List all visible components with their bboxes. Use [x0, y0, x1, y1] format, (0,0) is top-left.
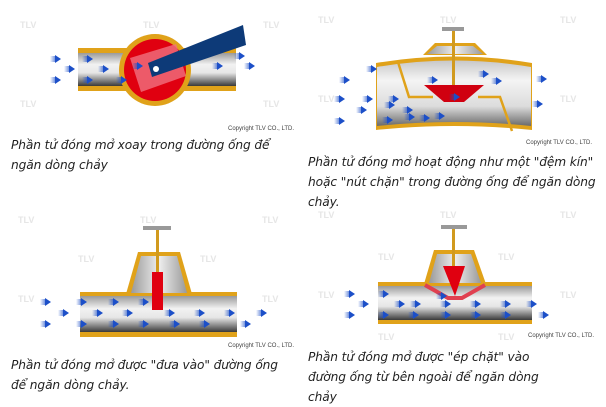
- svg-text:Copyright TLV CO., LTD.: Copyright TLV CO., LTD.: [528, 333, 594, 339]
- svg-text:TLV: TLV: [378, 332, 394, 342]
- panel-rotary-valve: TLV TLV TLV TLV TLV Copyright TLV CO., LTD.: [20, 20, 294, 132]
- svg-text:TLV: TLV: [498, 332, 514, 342]
- gate: [152, 272, 163, 310]
- pinch-wedge: [443, 266, 465, 296]
- svg-text:TLV: TLV: [18, 215, 34, 225]
- stem: [452, 229, 455, 269]
- handle: [148, 25, 246, 77]
- stem: [156, 230, 159, 275]
- caption-globe-valve: Phần tử đóng mở hoạt động như một "đệm k…: [308, 155, 596, 209]
- svg-text:Copyright TLV CO., LTD.: Copyright TLV CO., LTD.: [228, 126, 294, 132]
- tlv-watermarks: TLV TLV TLV TLV TLV TLV TLV: [18, 215, 278, 304]
- svg-text:TLV: TLV: [560, 210, 576, 220]
- svg-text:TLV: TLV: [263, 20, 279, 30]
- svg-text:TLV: TLV: [263, 99, 279, 109]
- svg-text:TLV: TLV: [318, 290, 334, 300]
- svg-text:TLV: TLV: [20, 20, 36, 30]
- svg-text:TLV: TLV: [560, 15, 576, 25]
- svg-text:Copyright TLV CO., LTD.: Copyright TLV CO., LTD.: [526, 140, 592, 146]
- tlv-watermarks: TLV TLV TLV TLV TLV TLV TLV TLV TLV: [318, 210, 576, 342]
- panel-gate-valve: TLV TLV TLV TLV TLV TLV TLV Copyright TLV CO…: [18, 215, 294, 349]
- svg-text:TLV: TLV: [20, 99, 36, 109]
- svg-text:TLV: TLV: [262, 215, 278, 225]
- tlv-watermarks: TLV TLV TLV TLV TLV: [20, 20, 279, 109]
- handwheel: [442, 27, 464, 31]
- svg-text:TLV: TLV: [140, 215, 156, 225]
- svg-text:TLV: TLV: [318, 15, 334, 25]
- caption-rotary-valve: Phần tử đóng mở xoay trong đường ống để …: [11, 138, 270, 172]
- panel-globe-valve: TLV TLV TLV TLV TLV Copyright TLV CO., LTD.: [318, 15, 592, 146]
- handwheel: [143, 226, 171, 230]
- svg-text:TLV: TLV: [560, 290, 576, 300]
- svg-text:TLV: TLV: [78, 254, 94, 264]
- svg-text:TLV: TLV: [378, 252, 394, 262]
- svg-text:TLV: TLV: [560, 94, 576, 104]
- svg-text:TLV: TLV: [440, 210, 456, 220]
- svg-text:TLV: TLV: [262, 294, 278, 304]
- pinch-sleeve: [424, 283, 486, 300]
- caption-gate-valve: Phần tử đóng mở được "đưa vào" đường ống…: [11, 358, 278, 392]
- svg-text:TLV: TLV: [143, 20, 159, 30]
- tlv-watermarks: TLV TLV TLV TLV TLV: [318, 15, 576, 104]
- caption-pinch-valve: Phần tử đóng mở được "ép chặt" vào đường…: [308, 350, 539, 404]
- stem: [452, 31, 455, 88]
- svg-text:TLV: TLV: [318, 210, 334, 220]
- svg-text:TLV: TLV: [200, 254, 216, 264]
- handwheel: [441, 225, 467, 229]
- svg-text:TLV: TLV: [440, 15, 456, 25]
- svg-text:TLV: TLV: [498, 252, 514, 262]
- svg-text:Copyright TLV CO., LTD.: Copyright TLV CO., LTD.: [228, 343, 294, 349]
- panel-pinch-valve: TLV TLV TLV TLV TLV TLV TLV TLV TLV Copyright…: [318, 210, 594, 342]
- svg-text:TLV: TLV: [18, 294, 34, 304]
- svg-text:TLV: TLV: [318, 94, 334, 104]
